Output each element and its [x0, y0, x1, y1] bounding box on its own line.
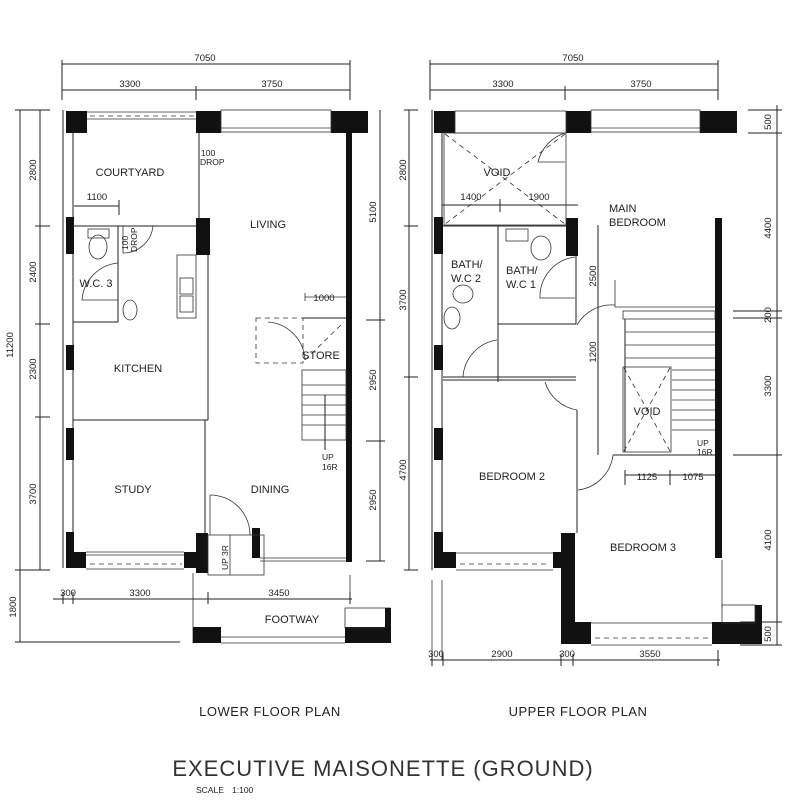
lower-right-dimensions: 5100 2950 2950: [366, 110, 385, 562]
note-drop-a-2: DROP: [200, 157, 225, 167]
note-drop-a-1: 100: [201, 148, 215, 158]
room-void-stair: VOID: [634, 406, 661, 418]
lower-bottom-dimensions: 300 3300 3450: [53, 588, 352, 604]
upper-right-dimensions: 500 4400 200 3300 4100 500: [733, 105, 782, 646]
room-study: STUDY: [114, 484, 152, 496]
dim-top-total: 7050: [194, 53, 215, 64]
note-drop-b-1: 100: [120, 236, 130, 250]
dim-right-2: 2950: [368, 369, 379, 390]
room-dining: DINING: [251, 484, 290, 496]
room-kitchen: KITCHEN: [114, 363, 162, 375]
upper-dim-right-6: 500: [763, 626, 774, 642]
note-entry-up: UP 3R: [220, 545, 230, 570]
upper-dim-inner-2: 1200: [588, 341, 599, 362]
room-bath1-line2: W.C 1: [506, 279, 536, 291]
upper-plan-title: UPPER FLOOR PLAN: [509, 704, 648, 719]
room-bedroom-2: BEDROOM 2: [479, 471, 545, 483]
upper-dim-right-2: 4400: [763, 217, 774, 238]
room-living: LIVING: [250, 219, 286, 231]
upper-top-dimensions: 7050 3300 3750: [429, 53, 719, 100]
room-footway: FOOTWAY: [265, 614, 320, 626]
upper-dim-inner-1: 2500: [588, 265, 599, 286]
upper-dim-right-1: 500: [763, 114, 774, 130]
upper-note-stair-up-1: UP: [697, 438, 709, 448]
upper-dim-bottom-1: 300: [428, 649, 444, 660]
dim-left-4: 3700: [28, 483, 39, 504]
upper-note-stair-up-2: 16R: [697, 447, 713, 457]
lower-walls: [62, 109, 391, 644]
lower-floor-plan: 7050 3300 3750 11200 2800 2400 2300 3700…: [5, 53, 391, 644]
room-bath1-line1: BATH/: [506, 265, 539, 277]
room-bath2-line2: W.C 2: [451, 273, 481, 285]
room-void-top: VOID: [484, 167, 511, 179]
upper-dim-right-5: 4100: [763, 529, 774, 550]
upper-dim-bottom-4: 3550: [639, 649, 660, 660]
lower-top-dimensions: 7050 3300 3750: [61, 53, 351, 100]
room-courtyard: COURTYARD: [96, 167, 165, 179]
room-main-bedroom-line2: BEDROOM: [609, 217, 666, 229]
upper-dim-stair-2: 1075: [682, 472, 703, 483]
note-drop-b-2: DROP: [129, 227, 139, 252]
upper-dim-bottom-2: 2900: [491, 649, 512, 660]
dim-left-total: 11200: [5, 332, 16, 358]
upper-dim-top-right: 3750: [630, 79, 651, 90]
upper-dim-top-left: 3300: [492, 79, 513, 90]
dim-left-3: 2300: [28, 358, 39, 379]
scale-value: 1:100: [232, 785, 254, 795]
dim-bottom-1: 300: [60, 588, 76, 599]
upper-bottom-dimensions: 300 2900 300 3550: [428, 649, 720, 666]
dim-courtyard-width: 1100: [87, 192, 107, 203]
dim-left-footway: 1800: [8, 596, 19, 617]
upper-walls: [431, 109, 762, 660]
lower-plan-title: LOWER FLOOR PLAN: [199, 704, 341, 719]
upper-dim-void-1: 1400: [460, 192, 481, 203]
dim-bottom-2: 3300: [129, 588, 150, 599]
upper-left-dimensions: 2800 3700 4700: [398, 109, 418, 571]
dim-store-width: 1000: [313, 293, 334, 304]
upper-floor-plan: 7050 3300 3750 2800 3700 4700 500 4400: [398, 53, 782, 666]
dim-left-1: 2800: [28, 159, 39, 180]
room-store: STORE: [302, 350, 340, 362]
upper-dim-right-4: 3300: [763, 375, 774, 396]
dim-top-left: 3300: [119, 79, 140, 90]
upper-dim-void-2: 1900: [528, 192, 549, 203]
room-bath2-line1: BATH/: [451, 259, 484, 271]
upper-dim-left-3: 4700: [398, 459, 409, 480]
note-stair-up-2: 16R: [322, 462, 338, 472]
upper-dim-right-3: 200: [763, 307, 774, 323]
room-main-bedroom-line1: MAIN: [609, 203, 637, 215]
upper-dim-left-2: 3700: [398, 289, 409, 310]
upper-dim-left-1: 2800: [398, 159, 409, 180]
dim-bottom-3: 3450: [268, 588, 289, 599]
upper-dim-stair-1: 1125: [637, 472, 657, 483]
lower-left-dimensions: 11200 2800 2400 2300 3700 1800: [5, 109, 180, 643]
upper-dim-bottom-3: 300: [559, 649, 575, 660]
room-wc3: W.C. 3: [79, 278, 112, 290]
dim-left-2: 2400: [28, 261, 39, 282]
room-bedroom-3: BEDROOM 3: [610, 542, 676, 554]
dim-top-right: 3750: [261, 79, 282, 90]
dim-right-1: 5100: [368, 201, 379, 222]
dim-right-3: 2950: [368, 489, 379, 510]
upper-dim-top-total: 7050: [562, 53, 583, 64]
drawing-title: EXECUTIVE MAISONETTE (GROUND): [172, 756, 593, 781]
scale-label: SCALE: [196, 785, 224, 795]
note-stair-up-1: UP: [322, 452, 334, 462]
